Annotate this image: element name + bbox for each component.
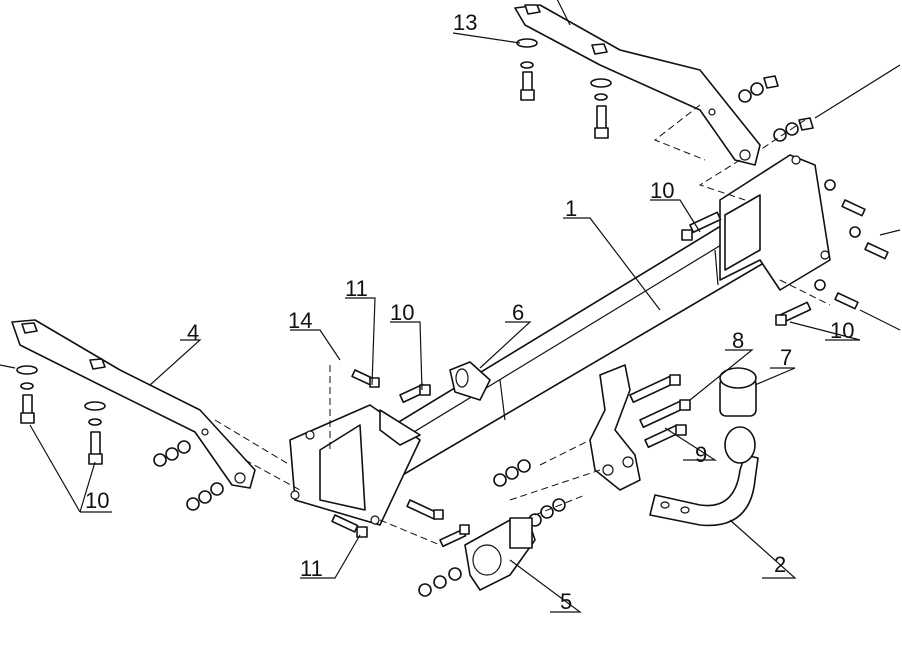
label-10b: 10 [390, 300, 414, 325]
label-13: 13 [453, 10, 477, 35]
callout-labels: 1 2 4 5 6 7 8 9 10 10 10 10 11 11 13 14 [85, 10, 854, 614]
spacer-part-6 [449, 361, 491, 401]
label-5: 5 [560, 589, 572, 614]
towball-neck-part-2 [649, 454, 759, 527]
left-mounting-plate [289, 404, 421, 526]
towball-part-7 [719, 367, 757, 464]
label-14: 14 [288, 308, 312, 333]
ball-mount-bracket [589, 364, 641, 491]
right-mounting-plate [719, 154, 831, 291]
label-4: 4 [187, 320, 199, 345]
label-7: 7 [780, 345, 792, 370]
label-6: 6 [512, 300, 524, 325]
label-10c: 10 [830, 318, 854, 343]
label-10a: 10 [650, 178, 674, 203]
callout-leaders [0, 0, 901, 613]
label-8: 8 [732, 328, 744, 353]
label-11a: 11 [345, 276, 368, 301]
label-10d: 10 [85, 488, 109, 513]
upper-side-bracket [514, 4, 761, 166]
left-bolts [16, 365, 106, 465]
loose-bolts [331, 211, 812, 548]
label-9: 9 [695, 442, 707, 467]
socket-plate-part-5 [464, 517, 536, 591]
label-2: 2 [774, 552, 786, 577]
label-1: 1 [565, 196, 577, 221]
assembly-dashed-lines [214, 104, 831, 546]
left-side-bracket-part-4 [11, 319, 256, 489]
label-11b: 11 [300, 556, 323, 581]
nut-washer-stacks [153, 75, 889, 597]
